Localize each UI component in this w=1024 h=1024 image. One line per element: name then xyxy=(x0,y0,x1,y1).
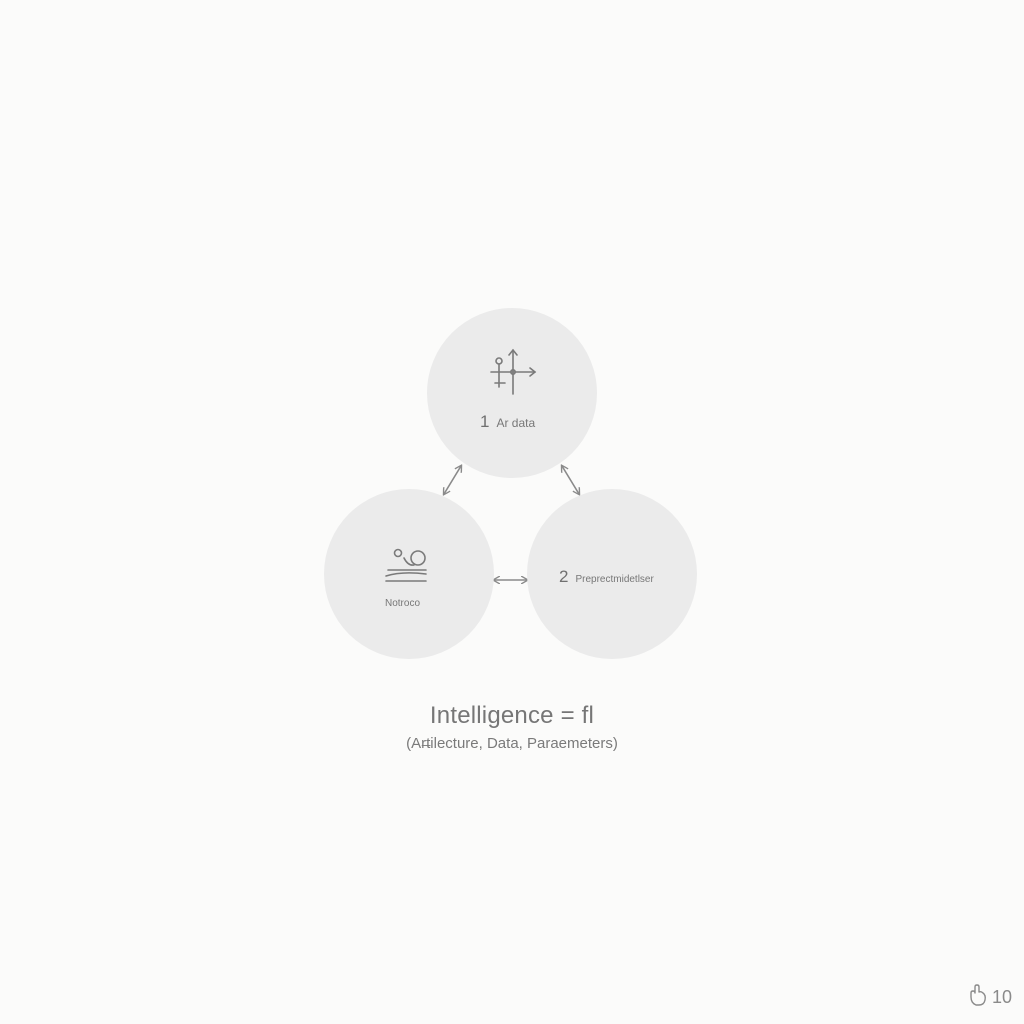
connector-top-left xyxy=(444,466,461,494)
node-label-right: 2 Preprectmidetlser xyxy=(559,567,654,587)
node-text: Ar data xyxy=(496,416,536,430)
node-text: Preprectmidetlser xyxy=(575,574,654,585)
connector-top-right xyxy=(562,466,579,494)
corner-text: 10 xyxy=(991,987,1012,1007)
node-architecture: 1 Ar data xyxy=(427,308,597,478)
node-number: 2 xyxy=(559,567,569,586)
layers-motion-icon xyxy=(382,543,436,588)
node-text: Notroco xyxy=(385,598,421,609)
node-number: 1 xyxy=(480,412,490,431)
node-label-top: 1 Ar data xyxy=(480,412,535,432)
corner-badge: 10 xyxy=(969,983,1012,1012)
node-parameters: 2 Preprectmidetlser xyxy=(527,489,697,659)
node-data: Notroco xyxy=(324,489,494,659)
node-label-left: Notroco xyxy=(385,598,420,609)
formula-title: Intelligence = fl xyxy=(429,702,595,729)
formula-arguments: (Ar̶tilecture, Data, Paraemeters) xyxy=(406,735,618,752)
hand-icon xyxy=(969,983,989,1012)
axes-graph-icon xyxy=(487,346,537,403)
